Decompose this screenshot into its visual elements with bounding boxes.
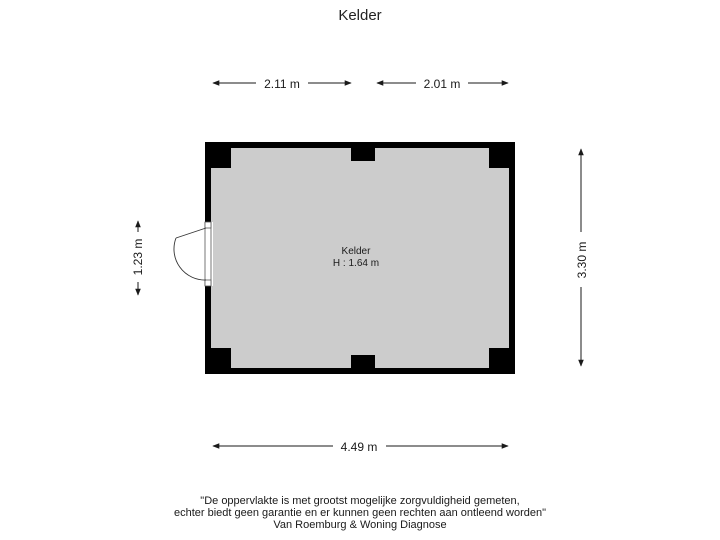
column-top-right xyxy=(489,148,509,168)
room-floor xyxy=(211,148,509,368)
dimension-label-top-left: 2.11 m xyxy=(264,77,300,91)
dimension-label-bottom: 4.49 m xyxy=(341,440,378,454)
dimension-label-top-right: 2.01 m xyxy=(424,77,461,91)
column-top-left xyxy=(211,148,231,168)
dimension-label-left: 1.23 m xyxy=(131,239,145,276)
room-height: H : 1.64 m xyxy=(333,258,379,269)
dimension-bottom: 4.49 m xyxy=(212,440,509,454)
dimension-right: 3.30 m xyxy=(575,148,589,367)
dimension-top-left: 2.11 m xyxy=(212,77,352,91)
column-top-middle xyxy=(351,148,375,161)
disclaimer-line-3: Van Roemburg & Woning Diagnose xyxy=(273,519,447,531)
room-name: Kelder xyxy=(342,246,372,257)
disclaimer: "De oppervlakte is met grootst mogelijke… xyxy=(0,495,720,531)
door xyxy=(173,221,213,287)
column-bottom-right xyxy=(489,348,509,368)
dimension-left: 1.23 m xyxy=(131,220,145,296)
column-bottom-middle xyxy=(351,355,375,368)
column-bottom-left xyxy=(211,348,231,368)
disclaimer-line-2: echter biedt geen garantie en er kunnen … xyxy=(173,507,547,519)
floor-title: Kelder xyxy=(338,7,382,24)
dimension-top-right: 2.01 m xyxy=(376,77,509,91)
disclaimer-line-1: "De oppervlakte is met grootst mogelijke… xyxy=(200,495,520,507)
dimension-label-right: 3.30 m xyxy=(575,242,589,279)
